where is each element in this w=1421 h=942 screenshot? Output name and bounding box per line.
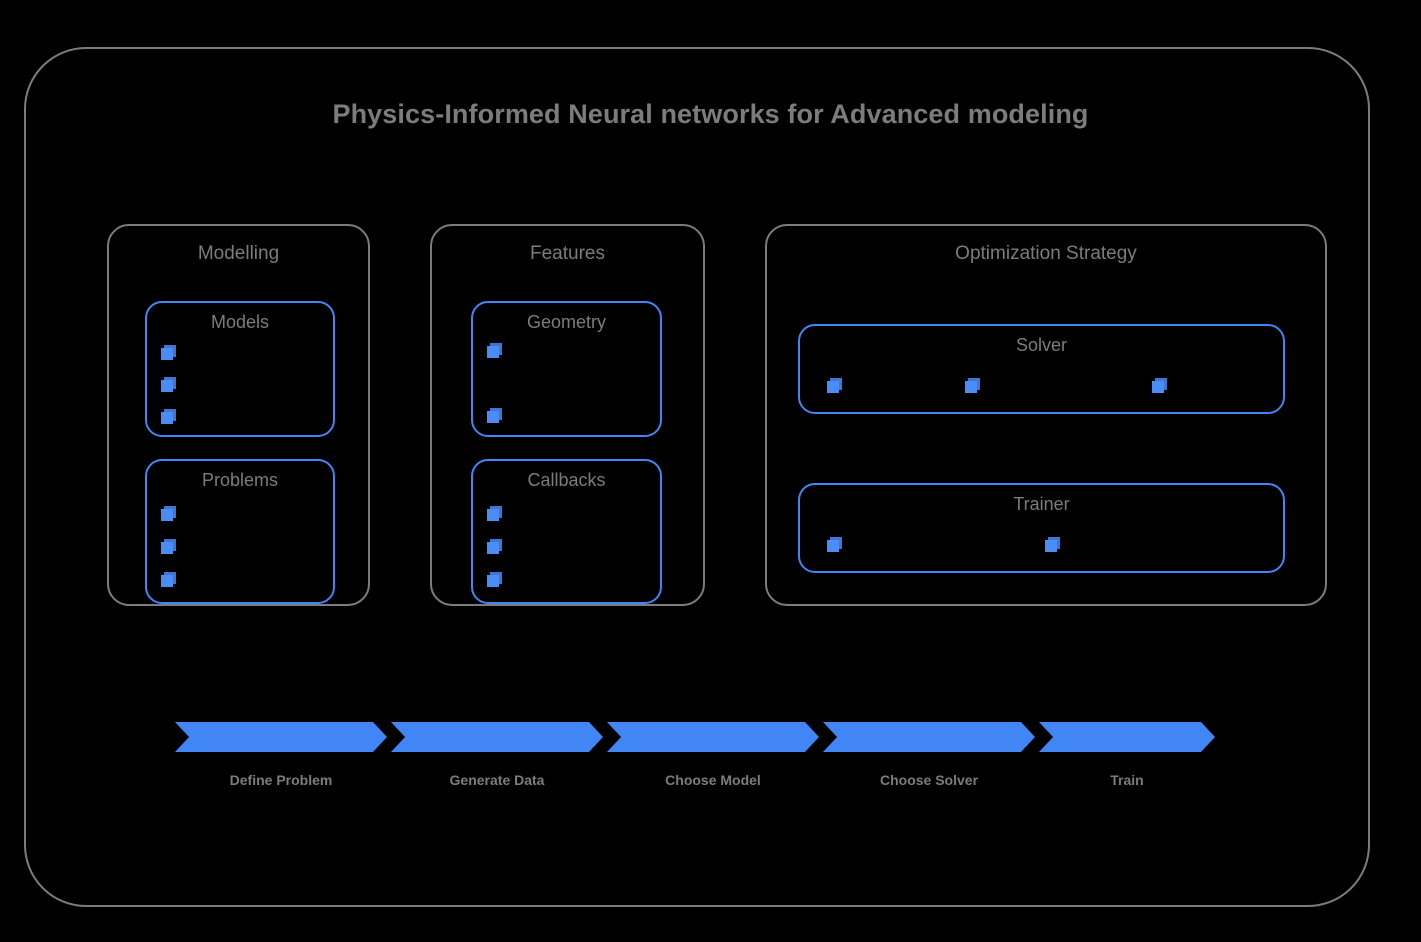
group-panel-optimization-strategy[interactable]: Optimization Strategy: [765, 224, 1327, 606]
pipeline-step-5-label: Train: [1110, 772, 1144, 788]
group-title-features: Features: [530, 243, 605, 264]
cube-icon: [487, 506, 503, 522]
group-panel-modelling[interactable]: Modelling: [107, 224, 370, 606]
cube-icon: [487, 572, 503, 588]
pipeline-step-5-chevron[interactable]: [1039, 722, 1215, 752]
cube-icon: [827, 378, 843, 394]
cube-icon: [1152, 378, 1168, 394]
inner-box-title-models: Models: [210, 312, 270, 332]
pipeline-step-4-label: Choose Solver: [879, 772, 979, 788]
cube-icon: [827, 537, 843, 553]
pipeline-step-2-chevron[interactable]: [391, 722, 603, 752]
pipeline-step-1-chevron[interactable]: [175, 722, 387, 752]
inner-box-trainer[interactable]: Trainer: [798, 483, 1285, 573]
group-title-modelling: Modelling: [197, 243, 280, 264]
inner-box-geometry[interactable]: Geometry: [471, 301, 662, 437]
inner-box-problems[interactable]: Problems: [145, 459, 335, 604]
group-panel-features[interactable]: Features: [430, 224, 705, 606]
inner-box-solver[interactable]: Solver: [798, 324, 1285, 414]
pipeline-step-1-label: Define Problem: [229, 772, 333, 788]
pipeline-step-4-chevron[interactable]: [823, 722, 1035, 752]
cube-icon: [161, 409, 177, 425]
cube-icon: [965, 378, 981, 394]
cube-icon: [161, 539, 177, 555]
inner-box-title-problems: Problems: [201, 470, 279, 490]
cube-icon: [1045, 537, 1061, 553]
inner-box-title-callbacks: Callbacks: [527, 470, 606, 490]
cube-icon: [161, 506, 177, 522]
cube-icon: [487, 343, 503, 359]
inner-box-models[interactable]: Models: [145, 301, 335, 437]
inner-box-title-geometry: Geometry: [526, 312, 607, 332]
pipeline-step-2-label: Generate Data: [449, 772, 545, 788]
cube-icon: [161, 345, 177, 361]
inner-box-title-solver: Solver: [1015, 335, 1068, 355]
pipeline-step-3-chevron[interactable]: [607, 722, 819, 752]
pipeline-chevron-row: [175, 722, 1215, 752]
cube-icon: [161, 377, 177, 393]
inner-box-title-trainer: Trainer: [1013, 494, 1070, 514]
cube-icon: [161, 572, 177, 588]
page-title: Physics-Informed Neural networks for Adv…: [332, 99, 1089, 129]
cube-icon: [487, 408, 503, 424]
diagram-outer-frame: [24, 47, 1370, 907]
group-title-optimization-strategy: Optimization Strategy: [955, 243, 1137, 264]
inner-box-callbacks[interactable]: Callbacks: [471, 459, 662, 604]
pipeline-step-3-label: Choose Model: [665, 772, 761, 788]
cube-icon: [487, 539, 503, 555]
